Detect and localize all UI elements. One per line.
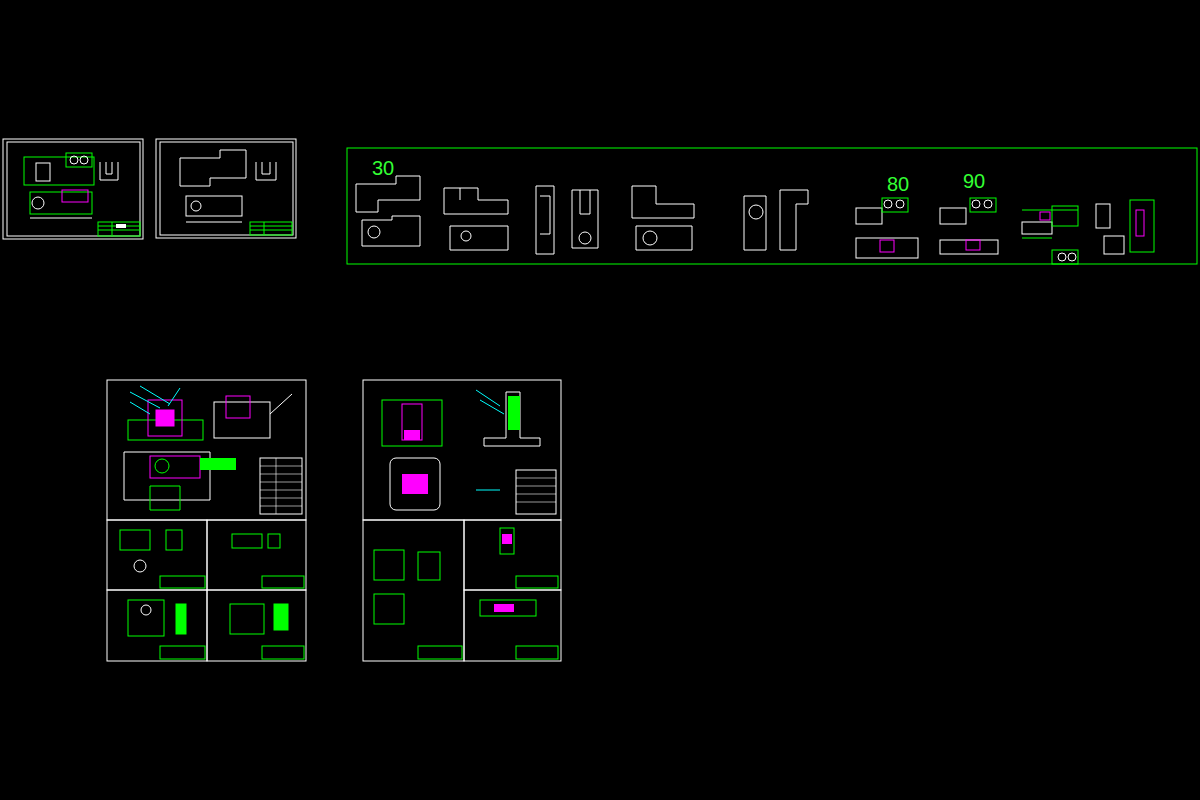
view-number: 80 [887,174,909,194]
parts-band [347,148,1197,264]
sheet-a [3,139,143,239]
view-number: 30 [372,158,394,178]
sheet-b [156,139,296,238]
assembly-set-c [107,380,306,661]
assembly-set-d [363,380,561,661]
view-number: 90 [963,171,985,191]
